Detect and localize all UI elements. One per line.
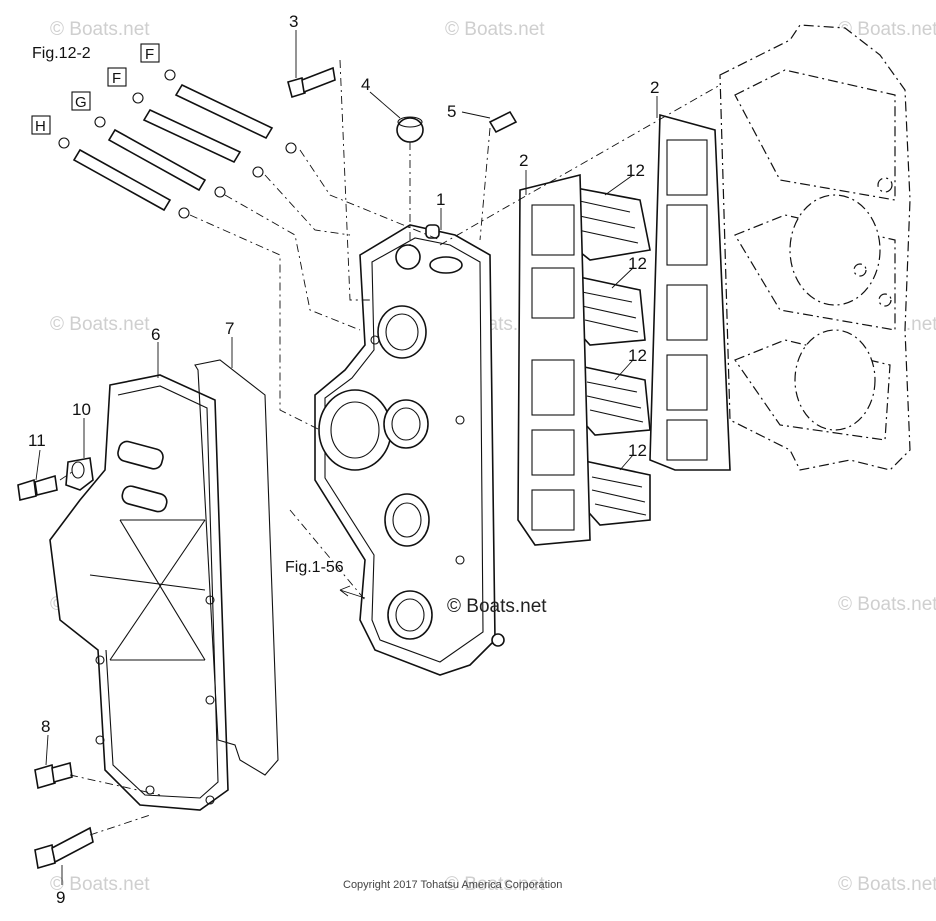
watermark-dark: © Boats.net	[447, 596, 547, 617]
watermark: © Boats.net	[838, 19, 936, 40]
bolt-8	[34, 761, 73, 790]
manifold-body	[314, 224, 505, 676]
hose-box-label: F	[145, 46, 154, 63]
hose-box-label: G	[75, 94, 87, 111]
callout-label: 2	[519, 151, 528, 170]
callout-label: 12	[626, 161, 645, 180]
callout-label: 10	[72, 400, 91, 419]
copyright-text: Copyright 2017 Tohatsu America Corporati…	[343, 879, 562, 891]
bolt-9	[34, 826, 94, 870]
callout-label: 3	[289, 12, 298, 31]
hose-box-labels: F F G H	[31, 43, 160, 135]
bolt-3	[287, 66, 336, 99]
callout-label: 11	[28, 431, 46, 450]
gasket-left	[517, 173, 591, 546]
watermark: © Boats.net	[50, 874, 150, 895]
callout-label: 7	[225, 319, 234, 338]
plug-4	[396, 116, 424, 143]
figure-ref-12-2: Fig.12-2	[32, 45, 91, 62]
callout-label: 12	[628, 441, 647, 460]
bolt-11	[17, 474, 58, 501]
watermark: © Boats.net	[50, 314, 150, 335]
callout-label: 5	[447, 102, 456, 121]
engine-block	[719, 24, 911, 471]
callout-numbers: 1 2 2 3 4 5 6 7 8 9 10 11 12 12 12 12	[28, 12, 659, 907]
hose-box-label: H	[35, 118, 46, 135]
grommet	[65, 457, 94, 491]
callout-label: 12	[628, 254, 647, 273]
watermark: © Boats.net	[50, 19, 150, 40]
hose-box-label: F	[112, 70, 121, 87]
watermark: © Boats.net	[445, 874, 545, 895]
callout-label: 6	[151, 325, 160, 344]
gasket-right	[649, 113, 731, 471]
watermark: © Boats.net	[445, 19, 545, 40]
callout-label: 12	[628, 346, 647, 365]
callout-label: 1	[436, 190, 445, 209]
watermark: © Boats.net	[838, 874, 936, 895]
connection-lines	[59, 59, 721, 836]
manifold-cover	[49, 374, 229, 811]
callout-label: 2	[650, 78, 659, 97]
figure-ref-1-56: Fig.1-56	[285, 559, 344, 576]
cover-gasket	[194, 359, 279, 776]
pin-5	[488, 110, 518, 134]
callout-label: 8	[41, 717, 50, 736]
callout-label: 9	[56, 888, 65, 907]
callout-label: 4	[361, 75, 370, 94]
watermark: © Boats.net	[838, 594, 936, 615]
leaders	[35, 30, 658, 885]
hoses	[58, 69, 297, 219]
